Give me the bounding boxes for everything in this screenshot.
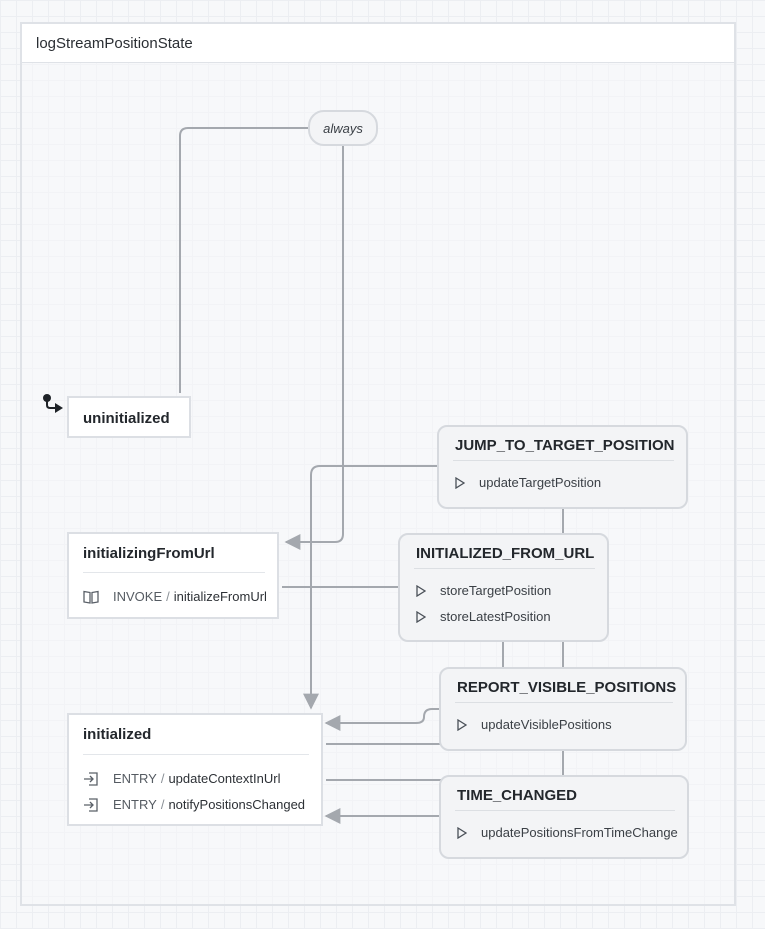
event-divider [414, 568, 595, 569]
entry-row: ENTRY / notifyPositionsChanged [83, 797, 305, 812]
entry-action: updateContextInUrl [168, 771, 281, 786]
invoke-separator: / [166, 589, 170, 604]
entry-separator: / [160, 771, 165, 786]
state-initialized[interactable]: initialized ENTRY / updateContextInUrl E… [67, 713, 323, 826]
event-divider [455, 702, 673, 703]
event-action: updateVisiblePositions [481, 717, 612, 732]
event-time-changed[interactable]: TIME_CHANGED updatePositionsFromTimeChan… [439, 775, 689, 859]
play-icon [416, 584, 426, 597]
event-report-visible-positions[interactable]: REPORT_VISIBLE_POSITIONS updateVisiblePo… [439, 667, 687, 751]
state-uninitialized[interactable]: uninitialized [67, 396, 191, 438]
event-action-row: updateVisiblePositions [457, 717, 612, 732]
event-action-row: updatePositionsFromTimeChange [457, 825, 678, 840]
invoke-row: INVOKE / initializeFromUrl [83, 589, 267, 604]
event-title: TIME_CHANGED [457, 787, 578, 804]
event-action: storeTargetPosition [440, 583, 552, 598]
event-action-row: updateTargetPosition [455, 475, 601, 490]
event-jump-to-target-position[interactable]: JUMP_TO_TARGET_POSITION updateTargetPosi… [437, 425, 688, 509]
state-title: initializingFromUrl [83, 545, 215, 562]
play-icon [455, 476, 465, 489]
event-title: JUMP_TO_TARGET_POSITION [455, 437, 675, 454]
event-action: updatePositionsFromTimeChange [481, 825, 678, 840]
play-icon [416, 610, 426, 623]
state-divider [83, 572, 265, 573]
play-icon [457, 718, 467, 731]
event-action-row: storeTargetPosition [416, 583, 551, 598]
machine-header: logStreamPositionState [22, 24, 734, 63]
event-title: REPORT_VISIBLE_POSITIONS [457, 679, 677, 696]
event-action-row: storeLatestPosition [416, 609, 551, 624]
edge-always-to-initializingFromUrl [284, 146, 344, 550]
state-title: uninitialized [83, 410, 170, 427]
state-title: initialized [83, 726, 152, 743]
event-action: updateTargetPosition [479, 475, 602, 490]
entry-separator: / [160, 797, 165, 812]
invoke-action: initializeFromUrl [173, 589, 267, 604]
edge-uninitialized-to-always [179, 127, 310, 393]
event-action: storeLatestPosition [440, 609, 551, 624]
book-icon [83, 590, 99, 604]
play-icon [457, 826, 467, 839]
entry-row: ENTRY / updateContextInUrl [83, 771, 280, 786]
state-divider [83, 754, 309, 755]
machine-title: logStreamPositionState [36, 35, 193, 52]
entry-keyword: ENTRY [113, 797, 157, 812]
entry-keyword: ENTRY [113, 771, 157, 786]
state-initializing-from-url[interactable]: initializingFromUrl INVOKE / initializeF… [67, 532, 279, 619]
event-initialized-from-url[interactable]: INITIALIZED_FROM_URL storeTargetPosition… [398, 533, 609, 642]
event-divider [453, 460, 674, 461]
initial-state-icon [43, 394, 63, 413]
event-title: INITIALIZED_FROM_URL [416, 545, 595, 562]
edge-report-to-initialized [324, 708, 441, 731]
always-transition-label[interactable]: always [308, 110, 378, 146]
event-divider [455, 810, 675, 811]
entry-icon [84, 797, 98, 812]
edge-jump-to-initialized [303, 465, 438, 710]
entry-action: notifyPositionsChanged [168, 797, 306, 812]
entry-icon [84, 771, 98, 786]
invoke-keyword: INVOKE [113, 589, 163, 604]
